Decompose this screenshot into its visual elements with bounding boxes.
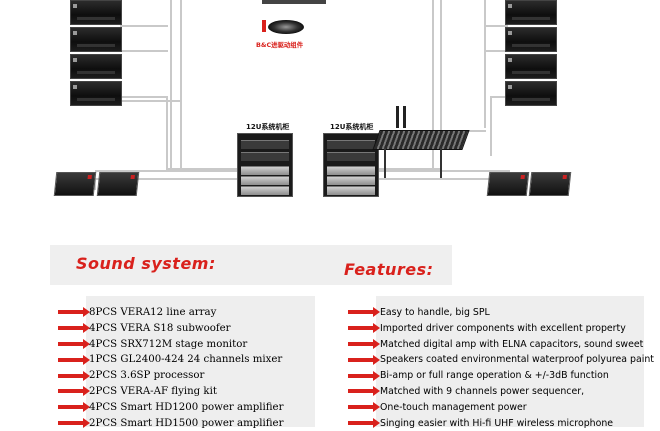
arrow-icon — [348, 339, 380, 349]
cable — [432, 0, 434, 170]
list-item: Easy to handle, big SPL — [380, 307, 490, 318]
arrow-icon — [58, 307, 90, 317]
rack-unit — [327, 186, 375, 195]
sound-system-panel — [86, 296, 315, 427]
cable — [120, 25, 168, 27]
arrow-icon — [348, 371, 380, 381]
rack-unit — [241, 186, 289, 195]
driver-label: B&C进驱动组件 — [256, 41, 304, 49]
list-item: 4PCS Smart HD1200 power amplifier — [89, 401, 284, 413]
arrow-icon — [348, 418, 380, 428]
rack-left-title: 12U系统机柜 — [246, 123, 290, 131]
stage-monitor — [528, 172, 572, 196]
cable — [484, 25, 508, 27]
list-item: Singing easier with Hi-fi UHF wireless m… — [380, 417, 614, 429]
rack-unit — [241, 176, 289, 185]
cable — [180, 0, 182, 170]
cable — [440, 0, 442, 166]
driver-image — [268, 20, 304, 34]
rack-unit — [327, 140, 375, 149]
arrow-icon — [348, 323, 380, 333]
arrow-icon — [348, 307, 380, 317]
arrow-icon — [58, 339, 90, 349]
stage-monitor — [53, 172, 97, 196]
rack-unit — [327, 166, 375, 175]
arrow-icon — [58, 386, 90, 396]
list-item: Bi-amp or full range operation & +/-3dB … — [380, 370, 609, 382]
cable — [166, 168, 238, 170]
list-item: 2PCS 3.6SP processor — [89, 370, 205, 382]
cable — [484, 0, 486, 128]
list-item: 8PCS VERA12 line array — [89, 307, 217, 318]
line-array-cabinet — [505, 54, 557, 79]
driver-badge — [262, 20, 266, 32]
rack-unit — [327, 176, 375, 185]
cable — [120, 50, 168, 52]
driver-image-top — [262, 0, 326, 4]
features-panel — [376, 296, 644, 427]
rack-unit — [241, 140, 289, 149]
subwoofer-cabinet — [70, 81, 122, 106]
rack-right-title: 12U系统机柜 — [330, 123, 374, 131]
sound-system-heading: Sound system: — [76, 254, 216, 273]
cable — [378, 168, 440, 170]
line-array-cabinet — [70, 54, 122, 79]
cable — [120, 96, 168, 98]
line-array-cabinet — [70, 27, 122, 52]
stage-monitor — [96, 172, 140, 196]
list-item: 2PCS VERA-AF flying kit — [89, 385, 217, 397]
microphone-icon — [396, 106, 399, 128]
arrow-icon — [348, 355, 380, 365]
rack-unit — [241, 166, 289, 175]
sound-system-list: 8PCS VERA12 line array 4PCS VERA S18 sub… — [89, 305, 283, 431]
subwoofer-cabinet — [505, 81, 557, 106]
cable — [490, 96, 508, 98]
cable — [95, 170, 238, 172]
list-item: One-touch management power — [380, 401, 527, 413]
arrow-icon — [58, 355, 90, 365]
arrow-icon — [58, 402, 90, 412]
line-array-cabinet — [505, 27, 557, 52]
list-item: 4PCS SRX712M stage monitor — [89, 338, 248, 350]
mixer-stand — [384, 148, 386, 178]
rack-left — [237, 133, 293, 197]
features-heading: Features: — [344, 260, 434, 279]
cable — [94, 178, 238, 180]
features-list: Easy to handle, big SPL Imported driver … — [380, 305, 654, 431]
list-item: Matched digital amp with ELNA capacitors… — [380, 338, 644, 350]
arrow-icon — [348, 386, 380, 396]
list-item: 4PCS VERA S18 subwoofer — [89, 322, 231, 334]
list-item: Matched with 9 channels power sequencer, — [380, 385, 585, 397]
arrow-icon — [58, 323, 90, 333]
cable — [94, 178, 96, 190]
cable — [378, 170, 508, 172]
rack-right — [323, 133, 379, 197]
cable — [170, 0, 172, 172]
microphone-icon — [403, 106, 406, 128]
arrow-icon — [58, 371, 90, 381]
cable — [484, 50, 508, 52]
list-item: Speakers coated environmental waterproof… — [380, 354, 654, 366]
left-line-array-stack — [70, 0, 122, 108]
right-line-array-stack — [505, 0, 557, 108]
line-array-cabinet — [70, 0, 122, 25]
line-array-cabinet — [505, 0, 557, 25]
heading-band — [50, 245, 452, 285]
arrow-icon — [58, 418, 90, 428]
cable — [378, 178, 508, 180]
rack-unit — [327, 152, 375, 161]
stage-monitor — [486, 172, 530, 196]
arrow-icon — [348, 402, 380, 412]
list-item: Imported driver components with excellen… — [380, 322, 626, 334]
mixer-stand — [440, 148, 442, 178]
rack-unit — [241, 152, 289, 161]
mixer-image — [372, 130, 470, 150]
cable — [166, 96, 168, 168]
cable — [490, 96, 492, 156]
list-item: 2PCS Smart HD1500 power amplifier — [89, 417, 284, 429]
list-item: 1PCS GL2400-424 24 channels mixer — [89, 354, 283, 366]
cable — [464, 130, 486, 132]
cable — [120, 100, 182, 102]
